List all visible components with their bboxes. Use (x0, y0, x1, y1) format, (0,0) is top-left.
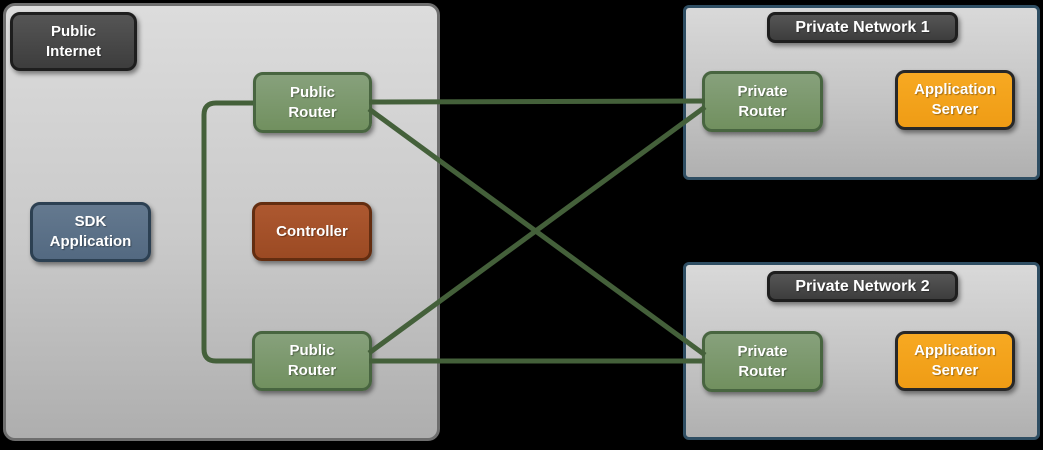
private-network-1-container: Private Network 1 Private Router Applica… (683, 5, 1040, 180)
application-server-2-node: Application Server (895, 331, 1015, 391)
application-server-1-node: Application Server (895, 70, 1015, 130)
public-router-bottom-node: Public Router (252, 331, 372, 391)
controller-node: Controller (252, 202, 372, 261)
sdk-application-node: SDK Application (30, 202, 151, 262)
public-internet-label: Public Internet (10, 12, 137, 71)
private-network-2-container: Private Network 2 Private Router Applica… (683, 262, 1040, 440)
public-router-top-node: Public Router (253, 72, 372, 133)
private-router-1-node: Private Router (702, 71, 823, 132)
private-network-2-title: Private Network 2 (767, 271, 958, 302)
private-router-2-node: Private Router (702, 331, 823, 392)
public-internet-container: Public Internet Public Router SDK Applic… (3, 3, 440, 441)
private-network-1-title: Private Network 1 (767, 12, 958, 43)
